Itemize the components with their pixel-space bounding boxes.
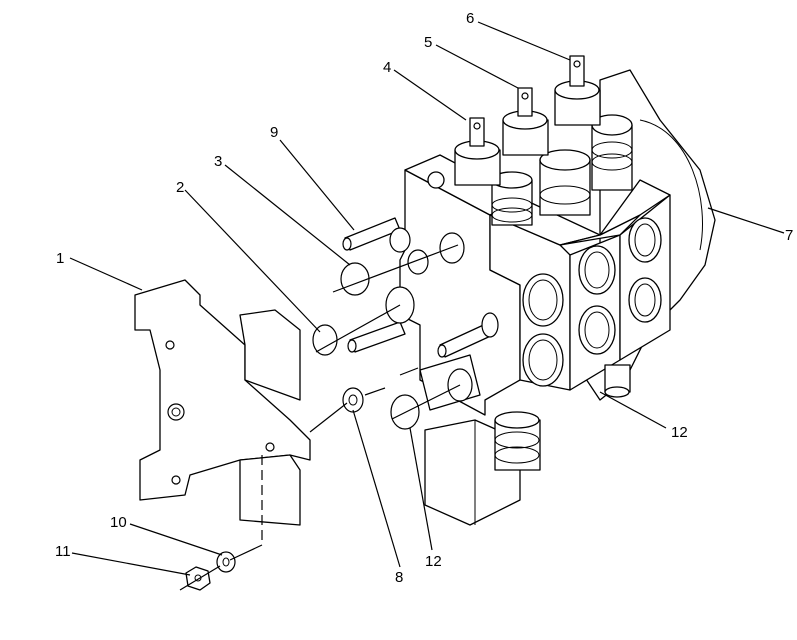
spool-handle-6: [554, 55, 601, 126]
callout-1: 1: [56, 250, 64, 267]
spool-handle-5: [502, 87, 549, 156]
callout-9: 9: [270, 124, 278, 141]
nut-11: [185, 566, 211, 591]
spool-handle-4: [454, 117, 501, 186]
port-3b: [628, 277, 662, 323]
callout-7: 7: [785, 227, 793, 244]
callout-2: 2: [176, 179, 184, 196]
callout-6: 6: [466, 10, 474, 27]
callout-labels: 1 2 3 4 5 6 7 8 9 10 11 12 12: [55, 10, 793, 586]
callout-4: 4: [383, 59, 391, 76]
port-2b: [578, 305, 616, 355]
stud-bolts: [342, 217, 499, 358]
port-2a: [578, 245, 616, 295]
o-ring-2: [312, 324, 338, 356]
leader-lines: [69, 21, 785, 576]
callout-11: 11: [55, 543, 71, 560]
bracket-upper-tab: [239, 309, 301, 401]
callout-10: 10: [110, 514, 127, 531]
bracket-lower-tab: [239, 454, 301, 526]
washer-8: [342, 387, 364, 413]
assembly-lines: [179, 244, 461, 591]
o-ring-3: [340, 262, 370, 296]
port-1a: [522, 273, 564, 327]
callout-12-lower: 12: [425, 553, 442, 570]
mounting-bracket: [134, 279, 311, 526]
port-1b: [522, 333, 564, 387]
washer-10: [216, 551, 236, 573]
valve-assembly: [399, 55, 716, 526]
port-3a: [628, 217, 662, 263]
callout-5: 5: [424, 34, 432, 51]
callout-12-upper: 12: [671, 424, 688, 441]
callout-8: 8: [395, 569, 403, 586]
callout-3: 3: [214, 153, 222, 170]
